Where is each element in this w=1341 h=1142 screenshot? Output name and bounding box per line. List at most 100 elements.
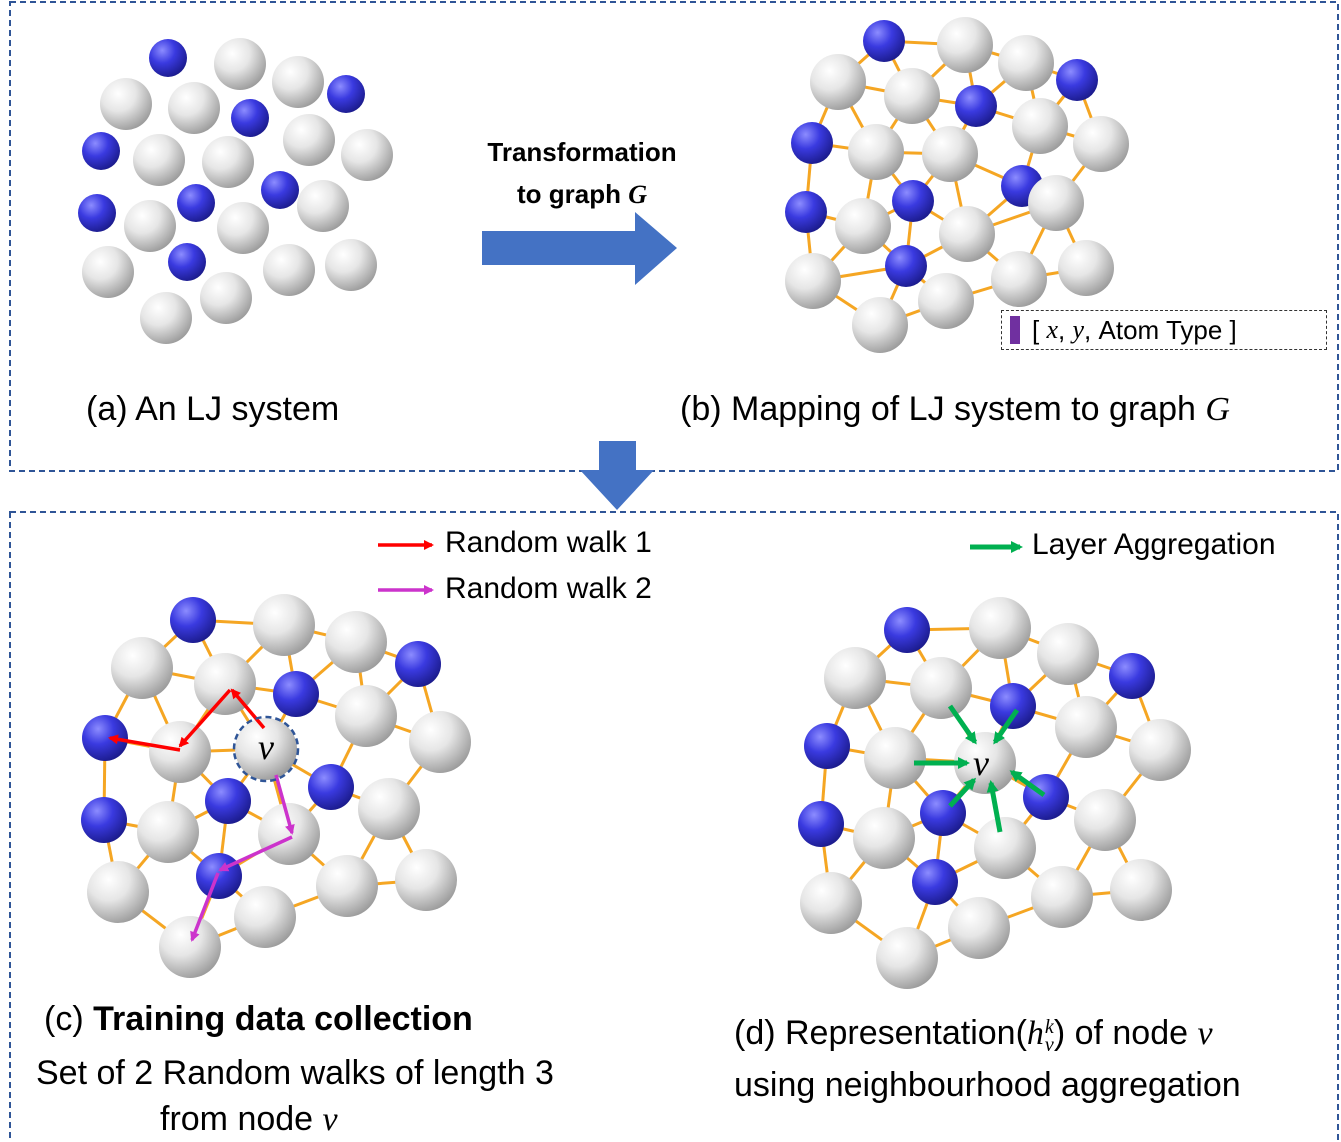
gray-atom <box>848 124 904 180</box>
lj-graph <box>785 17 1129 353</box>
caption-c-symbol: v <box>322 1101 338 1138</box>
caption-b: (b) Mapping of LJ system to graph G <box>680 390 1230 429</box>
caption-d-h-letter: h <box>1026 1015 1044 1052</box>
gray-atom <box>918 273 974 329</box>
feature-y: y <box>1072 315 1085 344</box>
blue-atom <box>273 671 319 717</box>
blue-atom <box>261 171 299 209</box>
aggregation-graph <box>798 597 1191 989</box>
gray-atom <box>253 594 315 656</box>
gray-atom <box>341 129 393 181</box>
gray-atom <box>852 297 908 353</box>
center-node-v <box>235 718 297 780</box>
caption-c-line-2: Set of 2 Random walks of length 3 <box>36 1054 554 1092</box>
gray-atom <box>1074 789 1136 851</box>
node-v-label-d: v <box>973 743 989 783</box>
gray-atom <box>137 801 199 863</box>
feature-close: ] <box>1229 314 1237 345</box>
transform-line-2: to graph G <box>452 174 712 216</box>
gray-atom <box>82 246 134 298</box>
gray-atom <box>409 711 471 773</box>
caption-d-symbol: v <box>1197 1015 1213 1052</box>
legend-aggregation: Layer Aggregation <box>1032 528 1276 561</box>
blue-atom <box>205 778 251 824</box>
gray-atom <box>785 253 841 309</box>
blue-atom <box>1023 774 1069 820</box>
blue-atom <box>1109 653 1155 699</box>
blue-atom <box>81 797 127 843</box>
gray-atom <box>111 637 173 699</box>
gray-atom <box>159 916 221 978</box>
gray-atom <box>325 611 387 673</box>
blue-atom <box>990 683 1036 729</box>
gray-atom <box>200 272 252 324</box>
gray-atom <box>335 685 397 747</box>
caption-c-line-3-text: from node <box>160 1100 323 1138</box>
transform-label: Transformation to graph G <box>452 132 712 215</box>
top-panel-border <box>9 1 1339 472</box>
blue-atom <box>168 243 206 281</box>
blue-atom <box>1056 59 1098 101</box>
gray-atom <box>1110 859 1172 921</box>
aggregation-arrows <box>914 704 1046 833</box>
gray-atom <box>922 126 978 182</box>
gray-atom <box>325 239 377 291</box>
gray-atom <box>1129 719 1191 781</box>
blue-atom <box>885 245 927 287</box>
caption-c-title: Training data collection <box>93 1000 473 1038</box>
gray-atom <box>272 56 324 108</box>
node-v-label-c: v <box>258 727 274 767</box>
blue-atom <box>170 597 216 643</box>
blue-atom <box>231 99 269 137</box>
gray-atom <box>1037 623 1099 685</box>
caption-b-text: (b) Mapping of LJ system to graph <box>680 390 1206 428</box>
feature-x: x <box>1046 315 1059 344</box>
gray-atom <box>853 807 915 869</box>
blue-atom <box>327 75 365 113</box>
gray-atom <box>824 647 886 709</box>
feature-open: [ <box>1032 314 1040 345</box>
graph-symbol: G <box>628 179 647 209</box>
feature-atom-type: Atom Type <box>1098 314 1223 345</box>
gray-atom <box>263 244 315 296</box>
gray-atom <box>974 817 1036 879</box>
gray-atom <box>214 38 266 90</box>
blue-atom <box>196 853 242 899</box>
gray-atom <box>395 849 457 911</box>
blue-atom <box>308 764 354 810</box>
legend-walk-2: Random walk 2 <box>445 572 652 605</box>
gray-atom <box>100 78 152 130</box>
blue-atom <box>863 20 905 62</box>
blue-atom <box>78 194 116 232</box>
transform-line-1: Transformation <box>487 137 677 167</box>
blue-atom <box>892 180 934 222</box>
gray-atom <box>358 778 420 840</box>
feature-vector-box: [ x, y, Atom Type ] <box>1001 310 1327 350</box>
gray-atom <box>234 886 296 948</box>
gray-atom <box>939 206 995 262</box>
blue-atom <box>785 191 827 233</box>
caption-d-line-2: using neighbourhood aggregation <box>734 1066 1241 1104</box>
gray-atom <box>297 180 349 232</box>
caption-c: (c) Training data collection <box>44 1000 473 1039</box>
caption-c-prefix: (c) <box>44 1000 94 1038</box>
blue-atom <box>791 122 833 164</box>
gray-atom <box>948 897 1010 959</box>
caption-d-sup: k <box>1044 1016 1054 1039</box>
lj-system-atoms <box>78 38 393 344</box>
gray-atom <box>217 202 269 254</box>
blue-atom <box>82 132 120 170</box>
caption-c-line-3: from node v <box>160 1100 338 1139</box>
blue-atom <box>395 641 441 687</box>
gray-atom <box>1028 175 1084 231</box>
legend-walk-1: Random walk 1 <box>445 526 652 559</box>
caption-d-sub: v <box>1044 1034 1054 1057</box>
blue-atom <box>177 184 215 222</box>
caption-b-symbol: G <box>1205 391 1230 428</box>
transform-line-2-text: to graph <box>517 178 629 209</box>
gray-atom <box>140 292 192 344</box>
